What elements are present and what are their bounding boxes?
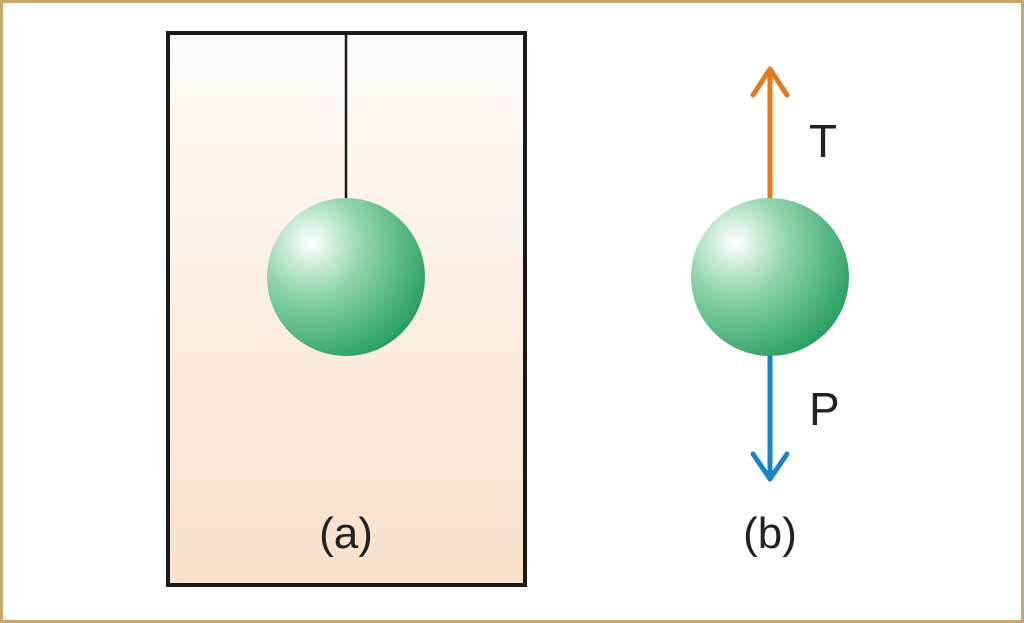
- panel-a: (a): [166, 31, 527, 587]
- weight-arrow: [750, 355, 790, 482]
- panel-a-caption: (a): [319, 509, 373, 558]
- free-body-sphere: [691, 198, 849, 356]
- hanging-sphere: [267, 198, 425, 356]
- panel-b-caption: (b): [743, 509, 797, 558]
- diagram-canvas: (a) T P (b): [166, 31, 849, 587]
- tension-label: T: [809, 115, 837, 167]
- weight-label: P: [809, 383, 840, 435]
- tension-arrow: [750, 66, 790, 199]
- panel-b: T P (b): [691, 66, 849, 558]
